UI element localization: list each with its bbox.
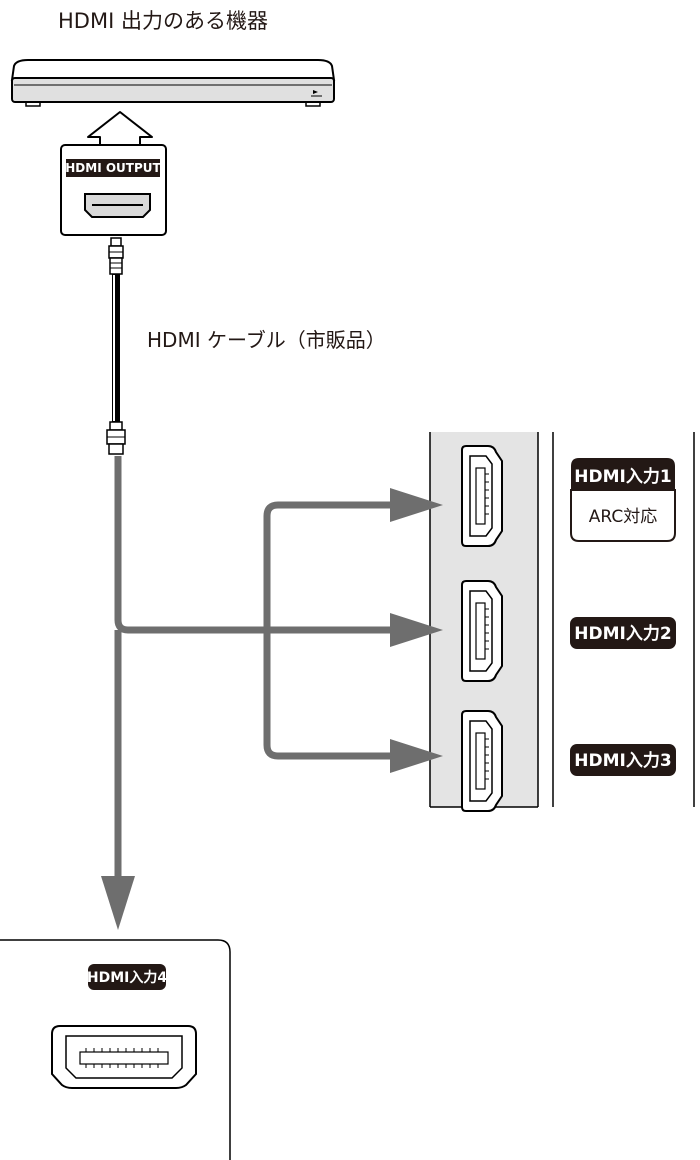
route-to-input-2 [114,456,390,634]
input-2-label: HDMI入力2 [574,623,671,644]
hdmi-port-2-icon [461,580,503,682]
hdmi-port-4-icon [51,1025,197,1089]
disc-logo-icon [311,90,322,97]
input-1-badge: HDMI入力1 ARC対応 [570,458,676,542]
arrow-head-input-2 [390,613,443,647]
hdmi-output-port: HDMI OUTPUT [60,144,167,236]
tv-rear-panel [0,939,231,1160]
cable-label: HDMI ケーブル（市販品） [147,328,386,352]
source-device [10,59,336,107]
hdmi-cable [106,237,126,455]
input-1-sub-label: ARC対応 [589,507,657,527]
device-feet [25,102,321,107]
input-1-label: HDMI入力1 [574,466,671,487]
up-arrow-icon [87,111,153,148]
route-branch-1-3 [263,501,390,760]
output-label-bg [66,159,160,177]
hdmi-port-1-icon [461,445,503,547]
input-2-badge: HDMI入力2 [570,617,676,649]
arrow-head-input-4 [101,876,135,930]
device-body [11,77,335,103]
input-4-badge: HDMI入力4 [87,964,167,990]
arrow-head-input-1 [390,488,443,522]
routing-arrows [101,456,443,930]
input-3-label: HDMI入力3 [574,750,671,771]
hdmi-port-3-icon [461,710,503,812]
input-3-badge: HDMI入力3 [570,744,676,776]
arrow-head-input-3 [390,739,443,773]
device-title: HDMI 出力のある機器 [58,9,268,33]
input-4-label: HDMI入力4 [87,969,167,986]
device-top-lid [10,59,336,81]
output-label: HDMI OUTPUT [65,161,161,175]
